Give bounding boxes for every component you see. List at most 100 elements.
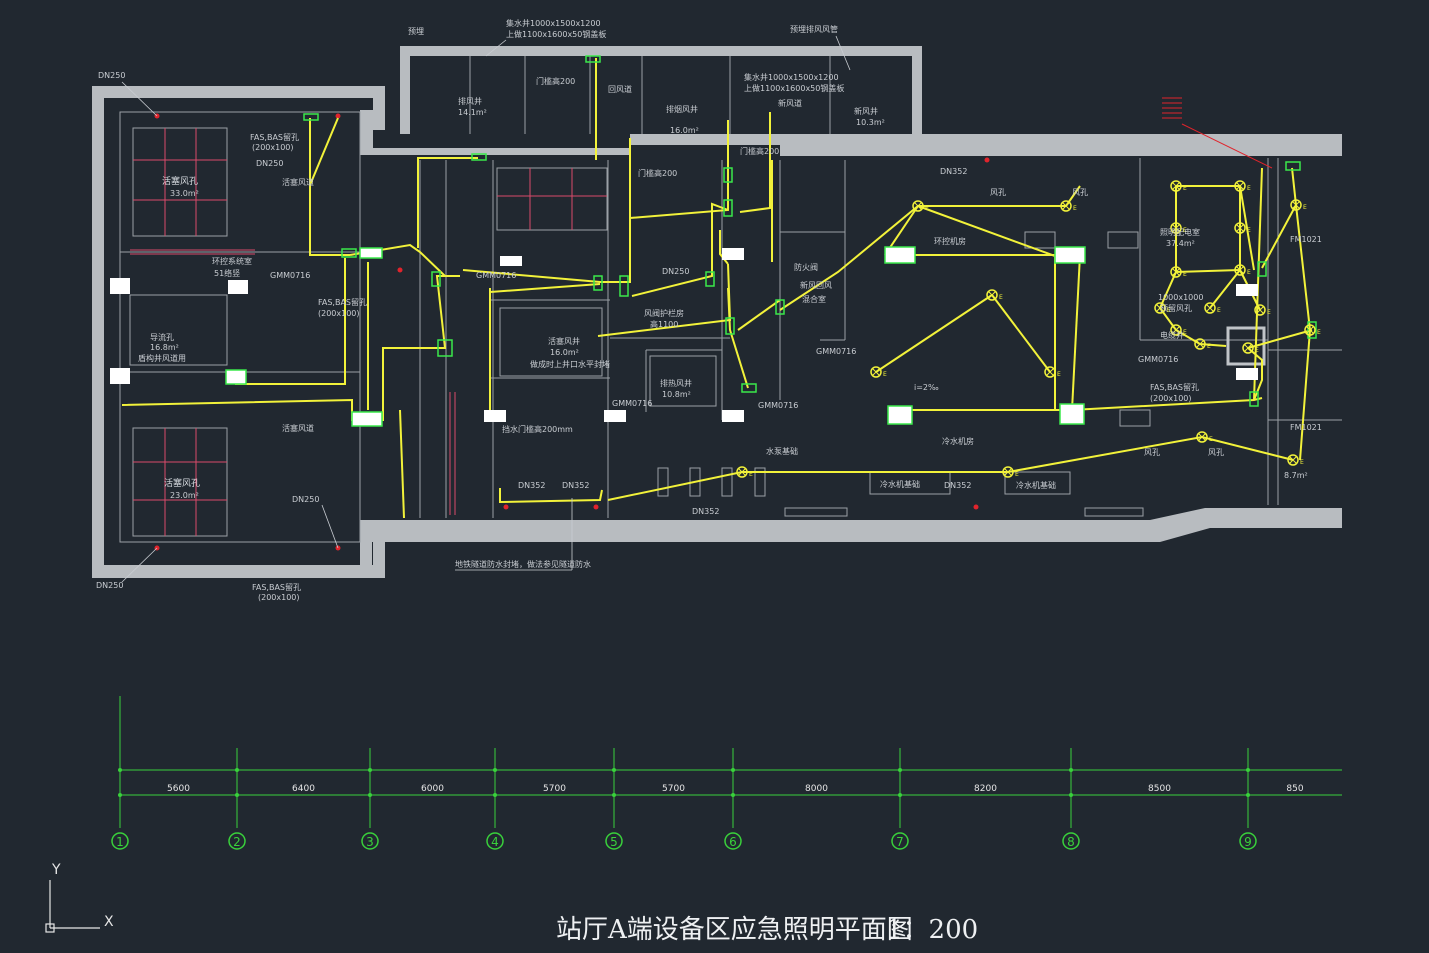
drawing-title: 站厅A端设备区应急照明平面图 <box>556 915 913 945</box>
label-door-sill-a: 门槛高200 <box>536 76 575 86</box>
grid-bubble <box>228 832 246 850</box>
svg-text:E: E <box>1183 227 1187 234</box>
emergency-lamp-icon: E <box>912 200 929 212</box>
label-piston-duct: 活塞风道 <box>282 177 314 187</box>
grid-bubble <box>111 832 129 850</box>
label-piston-well-note: 做成时上井口水平封堵 <box>530 359 610 369</box>
grid-tick <box>493 768 497 772</box>
label-gmm-5: GMM0716 <box>816 347 856 356</box>
label-piston-well: 活塞风井 <box>548 336 580 346</box>
grid-tick <box>612 793 616 797</box>
grid-tick <box>898 768 902 772</box>
svg-text:E: E <box>1183 185 1187 192</box>
emergency-lamp-icon: E <box>1234 264 1251 276</box>
label-exhaust-shaft-b-area: 10.8m² <box>662 390 691 399</box>
label-fm-2: FM1021 <box>1290 423 1322 432</box>
label-fas-bas-1: FAS,BAS留孔 <box>250 132 299 142</box>
dimension-value: 8500 <box>1148 784 1171 794</box>
grid-tick <box>235 768 239 772</box>
emergency-lamp-icon: E <box>1154 302 1171 314</box>
label-hole-1000: 1000x1000 <box>1158 293 1203 302</box>
label-fas-bas-4-size: (200x100) <box>258 593 300 602</box>
light-fixtures <box>110 246 1258 427</box>
label-i-27: i=2‰ <box>914 383 939 392</box>
dimension-value: 5700 <box>662 784 685 794</box>
emergency-lamp-icon: E <box>1060 200 1077 212</box>
label-dn250-d: DN250 <box>96 581 123 590</box>
drawing-scale: 1：200 <box>886 915 978 945</box>
label-chiller-base-1: 冷水机基础 <box>880 479 920 489</box>
emergency-lamp-icon: E <box>870 366 887 378</box>
label-air-hole-1: 风孔 <box>990 188 1006 197</box>
grid-bubble <box>486 832 504 850</box>
emergency-lamp-icon: E <box>1242 342 1259 354</box>
label-new-air: 新风道 <box>778 98 802 108</box>
label-dn250-b: DN250 <box>256 159 283 168</box>
label-exhaust-shaft-b: 排热风井 <box>660 378 692 388</box>
label-shaft-top-1: 集水井1000x1500x1200 <box>506 18 601 28</box>
grid-tick <box>368 768 372 772</box>
grid-number: 5 <box>610 835 618 849</box>
grid-tick <box>118 768 122 772</box>
structure-walls <box>92 46 1342 578</box>
label-gmm-6: GMM0716 <box>1138 355 1178 364</box>
emergency-lamp-icon: E <box>1170 222 1187 234</box>
label-mix-room: 混合室 <box>802 294 826 304</box>
label-dn352-a: DN352 <box>940 167 967 176</box>
grid-bubble <box>605 832 623 850</box>
grid-number: 3 <box>366 835 374 849</box>
label-fire-valve: 防火阀 <box>794 262 818 272</box>
dimension-value: 8000 <box>805 784 828 794</box>
label-pump: 水泵基础 <box>766 446 798 456</box>
svg-text:E: E <box>1267 309 1271 316</box>
emergency-lamp-icon: E <box>736 466 753 478</box>
emergency-lamp-icon: E <box>1196 431 1213 443</box>
emergency-lamp-icon: E <box>1194 338 1211 350</box>
emergency-lamp-icon: E <box>1170 324 1187 336</box>
svg-text:E: E <box>1015 471 1019 478</box>
grid-tick <box>731 768 735 772</box>
grid-number: 8 <box>1067 835 1075 849</box>
svg-text:E: E <box>1255 347 1259 354</box>
label-env-room: 环控机房 <box>934 236 966 246</box>
label-top-note-left: 预埋 <box>408 26 424 36</box>
label-exhaust-well: 排风井 <box>458 96 482 106</box>
label-dn352-e: DN352 <box>944 481 971 490</box>
label-fm-1: FM1021 <box>1290 235 1322 244</box>
svg-text:E: E <box>883 371 887 378</box>
grid-tick <box>612 768 616 772</box>
grid-number: 2 <box>233 835 241 849</box>
label-door-sill-b: 门槛高200 <box>638 168 677 178</box>
svg-text:E: E <box>1207 343 1211 350</box>
svg-text:E: E <box>1247 227 1251 234</box>
grid-tick <box>1246 793 1250 797</box>
ucs-y-label: Y <box>51 862 61 878</box>
grid-bubble <box>891 832 909 850</box>
grid-bubble <box>361 832 379 850</box>
label-fas-bas-4: FAS,BAS留孔 <box>252 582 301 592</box>
dimension-value: 5700 <box>543 784 566 794</box>
emergency-lamp-icon: E <box>1287 454 1304 466</box>
emergency-lamp-icon: E <box>1170 266 1187 278</box>
label-return-air: 回风道 <box>608 84 632 94</box>
label-env-ctrl-b: 51络竖 <box>214 268 240 278</box>
label-shaft-top-2: 集水井1000x1500x1200 <box>744 72 839 82</box>
svg-text:E: E <box>1247 185 1251 192</box>
svg-text:E: E <box>1247 269 1251 276</box>
label-fas-bas-1-size: (200x100) <box>252 143 294 152</box>
grid-tick <box>898 793 902 797</box>
dimension-value: 6000 <box>421 784 444 794</box>
ucs-icon <box>45 880 100 933</box>
emergency-lamp-icon: E <box>1304 324 1321 336</box>
dimension-value: 5600 <box>167 784 190 794</box>
label-guide-hole: 导流孔 <box>150 332 174 342</box>
emergency-lamp-icon: E <box>1170 180 1187 192</box>
label-gmm-3: GMM0716 <box>612 399 652 408</box>
label-gmm-4: GMM0716 <box>758 401 798 410</box>
label-chiller-base-2: 冷水机基础 <box>1016 480 1056 490</box>
svg-text:E: E <box>1209 436 1213 443</box>
room-partitions <box>119 56 1342 543</box>
emergency-lamp-icon: E <box>1002 466 1019 478</box>
